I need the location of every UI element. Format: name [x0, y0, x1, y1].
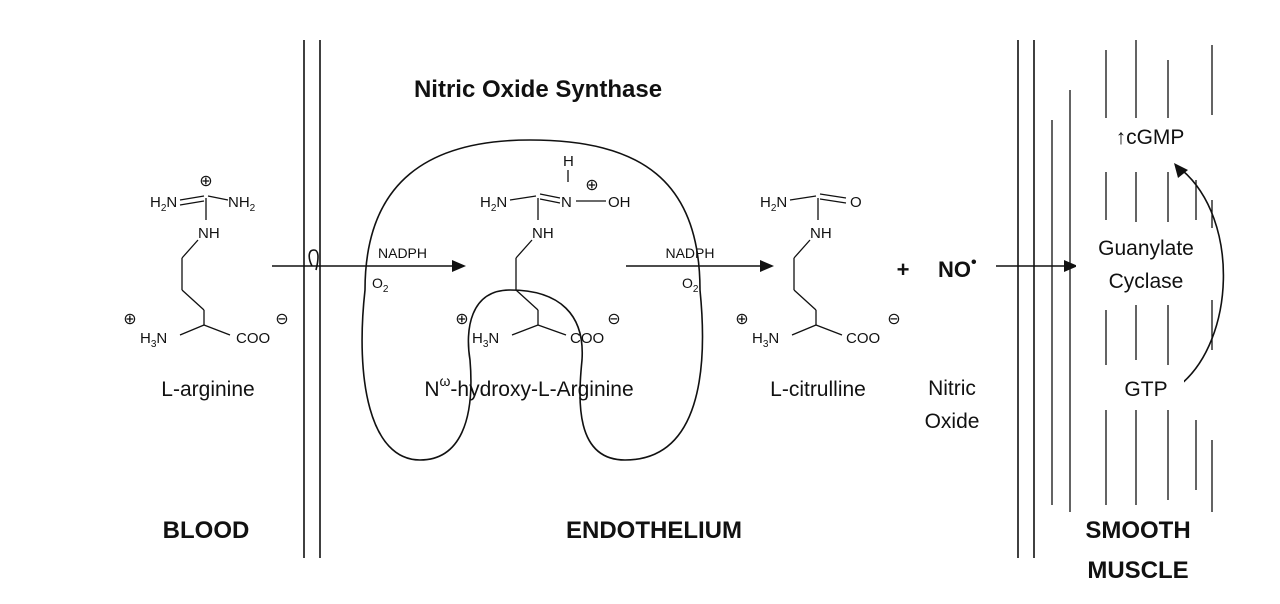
arrow-gtp-to-cgmp: [1174, 163, 1225, 386]
svg-text:H3N: H3N: [140, 330, 167, 350]
enzyme-outline: [361, 139, 704, 461]
arginine-label: L-arginine: [161, 378, 254, 401]
blood-region-label: BLOOD: [163, 517, 250, 544]
svg-text:NH: NH: [532, 225, 554, 242]
svg-text:⊕: ⊕: [199, 171, 212, 190]
svg-text:⊖: ⊖: [607, 309, 620, 328]
svg-text:⊕: ⊕: [455, 309, 468, 328]
svg-text:⊖: ⊖: [887, 309, 900, 328]
arrow-no-to-muscle: [996, 260, 1078, 272]
svg-text:NH: NH: [810, 225, 832, 242]
svg-text:COO: COO: [846, 330, 880, 347]
svg-text:COO: COO: [570, 330, 604, 347]
hydroxy-arginine-structure: H ⊕ H2N N OH NH ⊕ H3N COO ⊖: [455, 153, 630, 350]
hydroxy-arginine-label: Nω-hydroxy-L-Arginine: [424, 373, 633, 401]
arginine-structure: ⊕ H2N NH2 NH ⊕ H3N COO ⊖: [123, 171, 288, 350]
blood-endothelium-membrane: [303, 40, 321, 558]
svg-text:OH: OH: [608, 194, 631, 211]
svg-text:⊖: ⊖: [275, 309, 288, 328]
endothelium-muscle-membrane: [1017, 40, 1035, 558]
nadph-label-2: NADPH: [665, 245, 714, 261]
svg-text:H3N: H3N: [752, 330, 779, 350]
guanylate-label: Guanylate: [1098, 237, 1194, 260]
svg-text:⊕: ⊕: [585, 175, 598, 194]
o2-label-2: O2: [682, 275, 699, 295]
smooth-region-label: SMOOTH: [1085, 517, 1190, 544]
svg-text:NH: NH: [198, 225, 220, 242]
nitric-oxide-label-line1: Nitric: [928, 377, 976, 400]
endothelium-region-label: ENDOTHELIUM: [566, 517, 742, 544]
svg-text:H2N: H2N: [150, 194, 177, 214]
svg-text:NH2: NH2: [228, 194, 256, 214]
citrulline-label: L-citrulline: [770, 378, 866, 401]
svg-text:⊕: ⊕: [123, 309, 136, 328]
no-formula: NO•: [938, 254, 977, 282]
gtp-label: GTP: [1124, 378, 1167, 401]
svg-text:H: H: [563, 153, 574, 170]
svg-text:⊕: ⊕: [735, 309, 748, 328]
nitric-oxide-label-line2: Oxide: [925, 410, 980, 433]
cgmp-label: ↑cGMP: [1116, 126, 1185, 149]
cyclase-label: Cyclase: [1109, 270, 1184, 293]
enzyme-title: Nitric Oxide Synthase: [414, 76, 662, 103]
muscle-fibers: [1051, 40, 1213, 520]
plus-sign: +: [897, 257, 910, 282]
svg-text:COO: COO: [236, 330, 270, 347]
nadph-label-1: NADPH: [378, 245, 427, 261]
svg-text:H2N: H2N: [480, 194, 507, 214]
svg-text:H2N: H2N: [760, 194, 787, 214]
arrow-arginine-to-hydroxy: [272, 249, 466, 272]
citrulline-structure: H2N O NH ⊕ H3N COO ⊖: [735, 193, 901, 350]
svg-text:N: N: [561, 194, 572, 211]
svg-text:O: O: [850, 194, 862, 211]
svg-text:H3N: H3N: [472, 330, 499, 350]
arrow-hydroxy-to-citrulline: [626, 260, 774, 272]
o2-label-1: O2: [372, 275, 389, 295]
muscle-region-label: MUSCLE: [1087, 557, 1188, 584]
